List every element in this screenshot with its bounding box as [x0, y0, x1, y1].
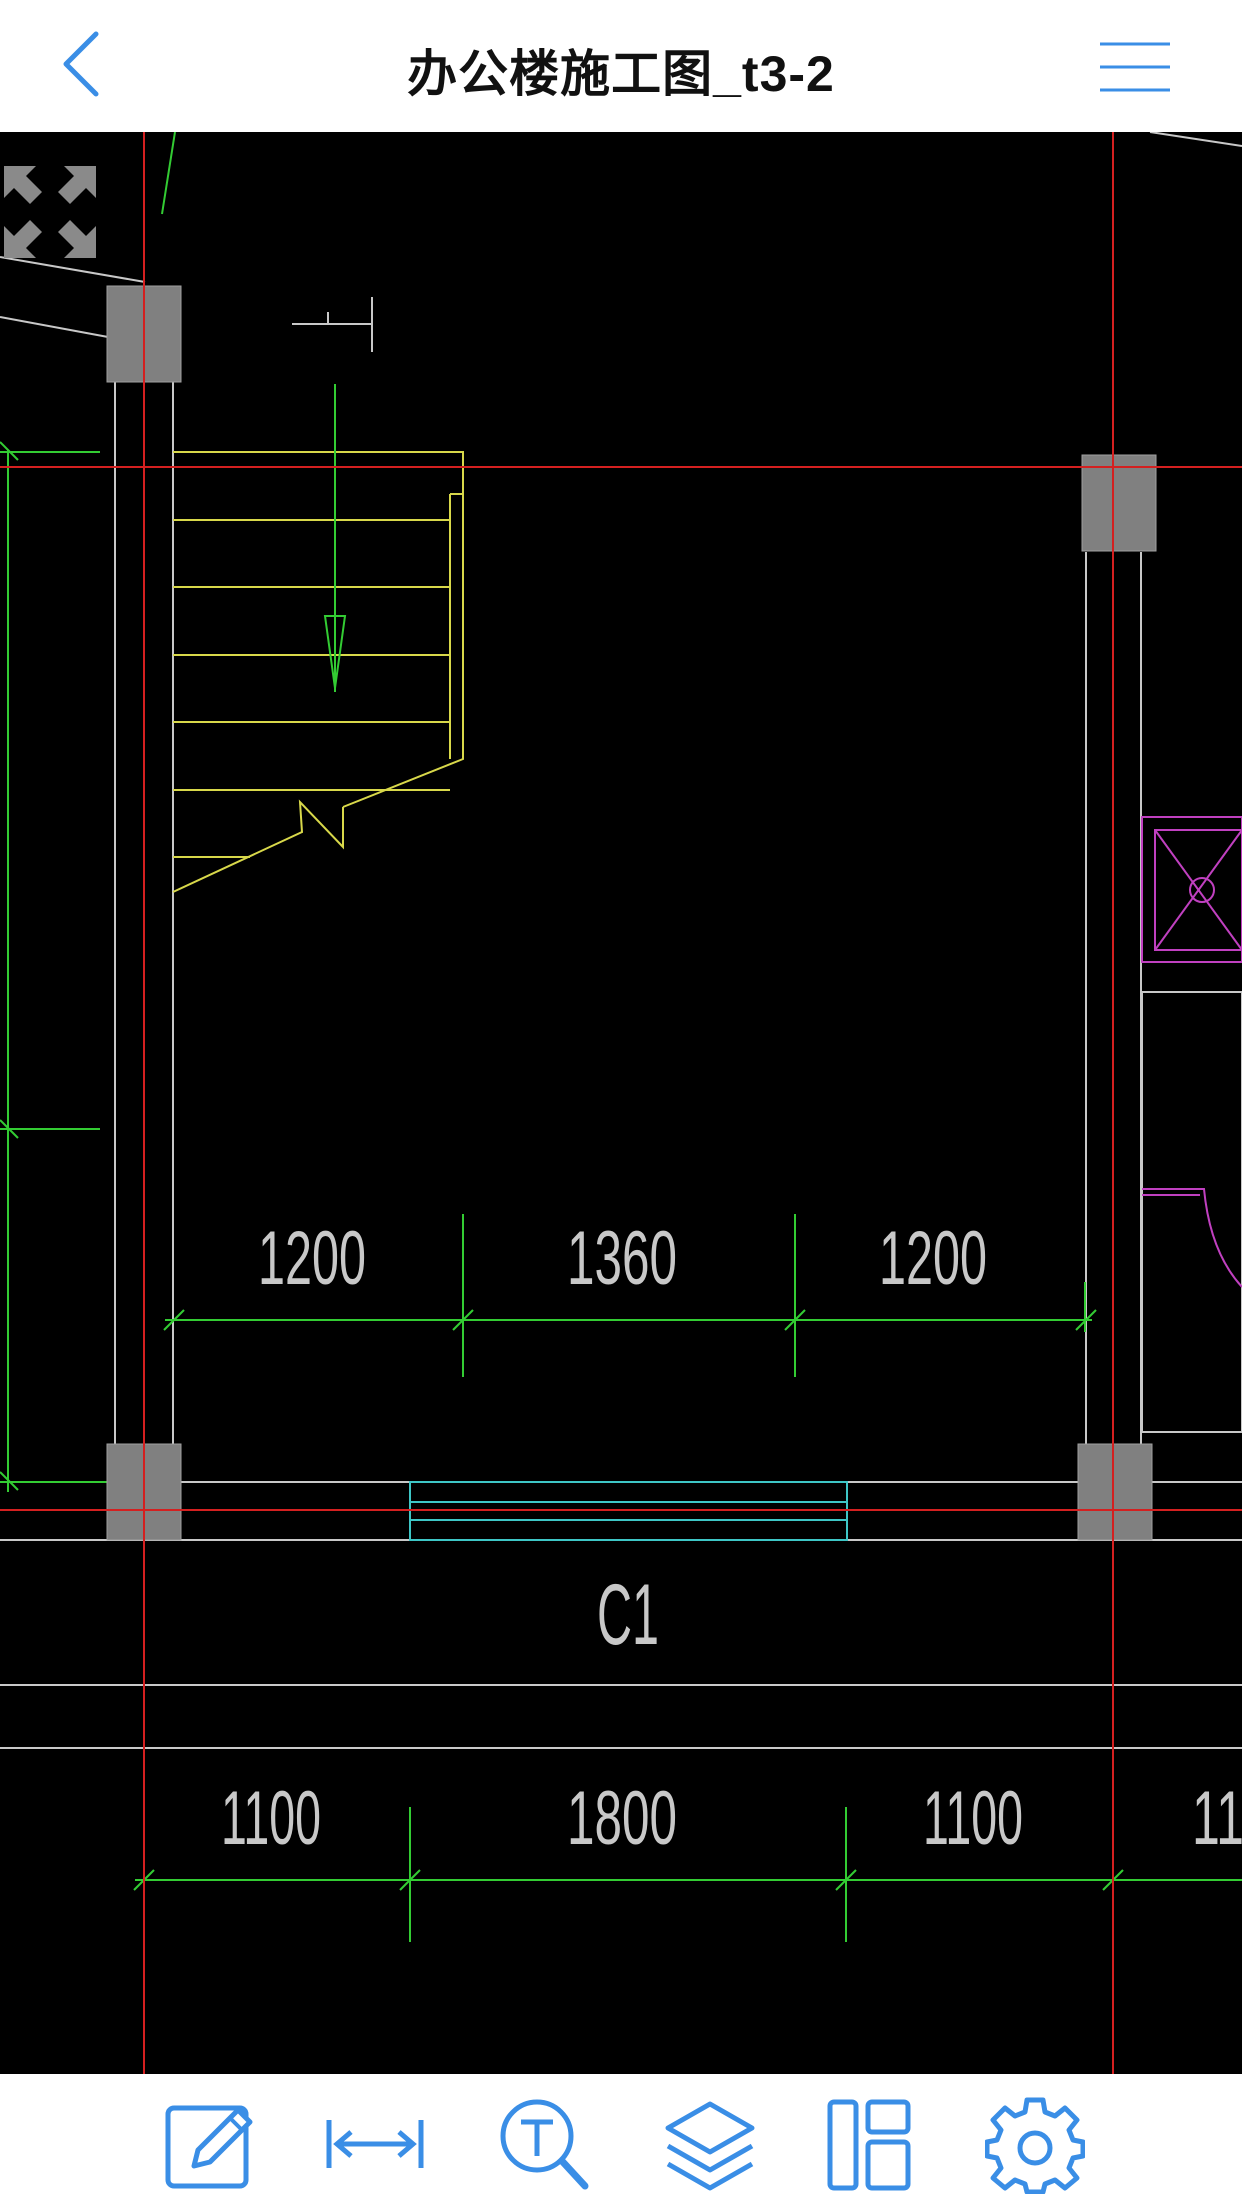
settings-gear-icon — [984, 2097, 1086, 2195]
menu-button[interactable] — [1092, 36, 1178, 98]
settings-button[interactable] — [984, 2094, 1086, 2195]
text-search-button[interactable] — [495, 2094, 595, 2194]
dimension-label-2: 1360 — [567, 1216, 677, 1301]
text-search-icon — [500, 2099, 589, 2190]
dimension-label-4: 1100 — [221, 1776, 321, 1861]
layers-icon — [665, 2101, 755, 2191]
layout-icon — [827, 2099, 911, 2191]
back-button[interactable] — [52, 24, 116, 104]
chevron-left-icon — [63, 31, 99, 97]
layout-button[interactable] — [820, 2094, 920, 2194]
bottom-toolbar — [0, 2074, 1242, 2208]
window-label: C1 — [597, 1567, 659, 1663]
drawing-canvas[interactable]: 1200 1360 1200 C1 1100 1800 1100 11 — [0, 132, 1242, 2074]
edit-button[interactable] — [160, 2094, 260, 2194]
dimension-label-3: 1200 — [879, 1216, 987, 1301]
measure-icon — [326, 2120, 424, 2168]
edit-icon — [165, 2105, 253, 2189]
cad-drawing[interactable]: 1200 1360 1200 C1 1100 1800 1100 11 — [0, 132, 1242, 2074]
dimension-label-5: 1800 — [567, 1776, 677, 1861]
fullscreen-icon[interactable] — [0, 162, 100, 262]
dimension-label-7: 11 — [1192, 1776, 1242, 1861]
hamburger-menu-icon — [1100, 42, 1170, 92]
layers-button[interactable] — [660, 2094, 760, 2194]
title-bar: 办公楼施工图_t3-2 — [0, 0, 1242, 132]
dimension-label-1: 1200 — [258, 1216, 366, 1301]
measure-button[interactable] — [325, 2094, 425, 2194]
dimension-label-6: 1100 — [923, 1776, 1023, 1861]
page-title: 办公楼施工图_t3-2 — [407, 46, 835, 102]
